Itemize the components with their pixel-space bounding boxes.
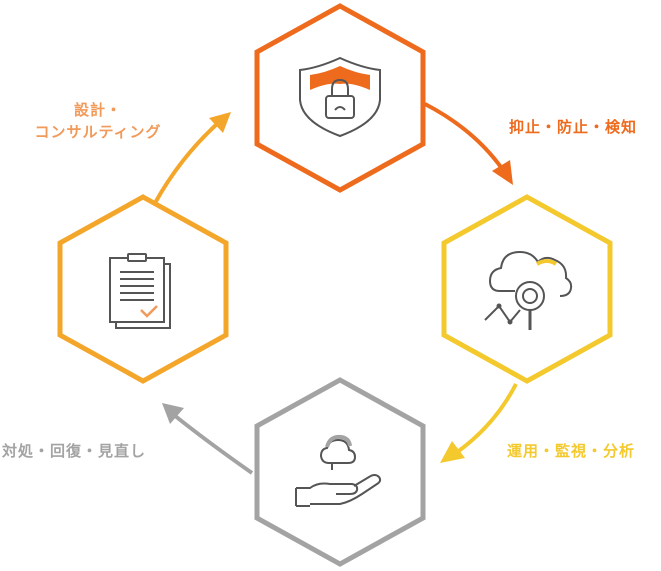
- label-respond-recover: 対処・回復・見直し: [2, 442, 147, 460]
- label-design-consulting: 設計・ コンサルティング: [18, 99, 178, 143]
- cloud-analytics-icon: [484, 250, 573, 330]
- arrow-bottom-to-left: [162, 403, 254, 475]
- document-check-icon: [109, 253, 171, 329]
- arrow-top-to-right: [424, 102, 513, 185]
- label-deter-prevent-detect: 抑止・防止・検知: [509, 118, 638, 136]
- label-operations-monitoring: 運用・監視・分析: [507, 442, 636, 460]
- arrow-left-to-top: [153, 112, 231, 204]
- label-design-line2: コンサルティング: [34, 123, 162, 141]
- arrow-right-to-bottom: [440, 383, 518, 463]
- hand-cloud-icon: [295, 434, 382, 507]
- label-design-line1: 設計・: [73, 101, 122, 119]
- shield-lock-icon: [299, 56, 381, 138]
- hexagon-bottom: [254, 377, 426, 567]
